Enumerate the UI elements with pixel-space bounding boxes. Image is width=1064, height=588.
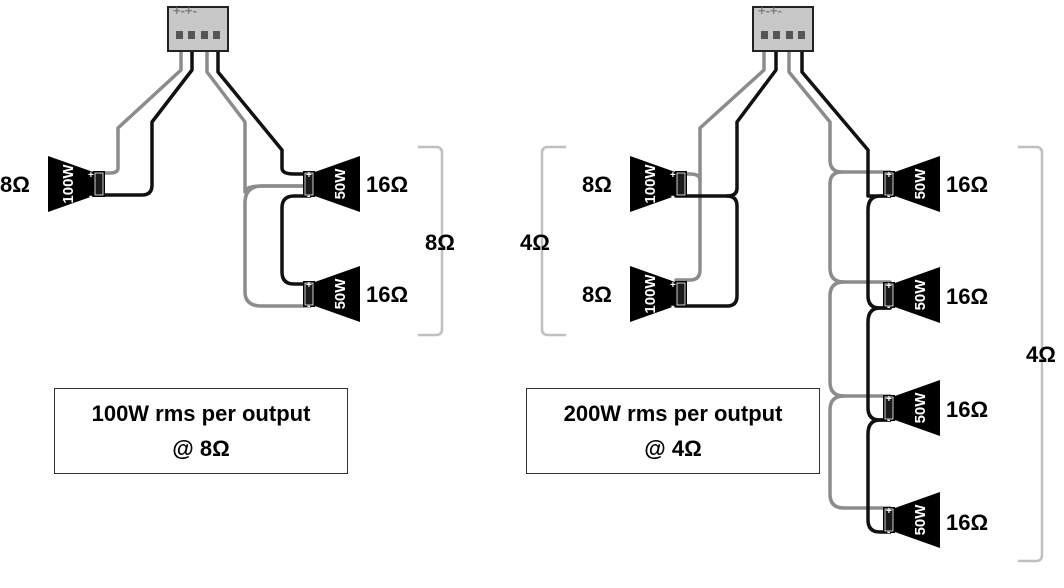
speaker-power: 50W bbox=[912, 279, 929, 311]
summary-line-1: 100W rms per output bbox=[91, 400, 311, 426]
speaker-power: 50W bbox=[332, 168, 349, 200]
amp-terminal-labels-right: +-+- bbox=[758, 3, 782, 18]
polarity-minus: - bbox=[671, 301, 674, 312]
summary-line-2: @ 4Ω bbox=[644, 436, 702, 461]
summary-box-left: 100W rms per output @ 8Ω bbox=[54, 388, 348, 474]
speaker-impedance: 16Ω bbox=[946, 397, 988, 422]
polarity-minus: - bbox=[671, 191, 674, 202]
polarity-minus: - bbox=[89, 191, 92, 202]
speaker-power: 100W bbox=[642, 164, 659, 204]
left-wires bbox=[90, 45, 312, 308]
polarity-minus: - bbox=[887, 302, 890, 313]
left-diagram: +-+- + - 100W 8Ω + - 50W 16Ω + - 50W 16Ω… bbox=[0, 3, 455, 337]
speaker-impedance: 8Ω bbox=[582, 282, 612, 307]
speaker-impedance: 8Ω bbox=[582, 172, 612, 197]
polarity-minus: - bbox=[887, 527, 890, 538]
speaker-impedance: 16Ω bbox=[366, 172, 408, 197]
speaker-impedance: 16Ω bbox=[366, 282, 408, 307]
polarity-plus: + bbox=[306, 170, 312, 181]
group-impedance: 4Ω bbox=[1026, 342, 1056, 367]
polarity-minus: - bbox=[887, 415, 890, 426]
speaker-impedance: 16Ω bbox=[946, 284, 988, 309]
amplifier-right: +-+- bbox=[752, 3, 814, 52]
polarity-minus: - bbox=[887, 191, 890, 202]
right-diagram: +-+- + - 100W 8Ω + - 100W 8Ω 4Ω + - 50W … bbox=[520, 3, 1056, 563]
speaker-impedance: 16Ω bbox=[946, 510, 988, 535]
polarity-plus: + bbox=[886, 170, 892, 181]
summary-line-1: 200W rms per output bbox=[563, 400, 783, 426]
group-bracket-left bbox=[540, 145, 566, 337]
speaker-power: 50W bbox=[912, 168, 929, 200]
polarity-minus: - bbox=[307, 191, 310, 202]
polarity-minus: - bbox=[307, 301, 310, 312]
summary-line-2: @ 8Ω bbox=[172, 436, 230, 461]
polarity-plus: + bbox=[670, 280, 676, 291]
summary-box-right: 200W rms per output @ 4Ω bbox=[526, 388, 820, 474]
polarity-plus: + bbox=[886, 506, 892, 517]
group-bracket bbox=[418, 145, 444, 337]
right-wires bbox=[674, 45, 892, 534]
polarity-plus: + bbox=[306, 280, 312, 291]
group-impedance: 4Ω bbox=[520, 230, 550, 255]
polarity-plus: + bbox=[886, 394, 892, 405]
group-impedance: 8Ω bbox=[425, 230, 455, 255]
speaker-power: 50W bbox=[912, 504, 929, 536]
amplifier-left: +-+- bbox=[167, 3, 229, 52]
speaker-impedance: 16Ω bbox=[946, 172, 988, 197]
polarity-plus: + bbox=[886, 281, 892, 292]
polarity-plus: + bbox=[88, 170, 94, 181]
polarity-plus: + bbox=[670, 170, 676, 181]
amp-terminal-labels-left: +-+- bbox=[173, 3, 197, 18]
speaker-impedance: 8Ω bbox=[0, 172, 30, 197]
group-bracket-right bbox=[1018, 145, 1044, 563]
speaker-power: 50W bbox=[332, 278, 349, 310]
speaker-power: 50W bbox=[912, 392, 929, 424]
speaker-power: 100W bbox=[642, 274, 659, 314]
speaker-power: 100W bbox=[60, 164, 77, 204]
